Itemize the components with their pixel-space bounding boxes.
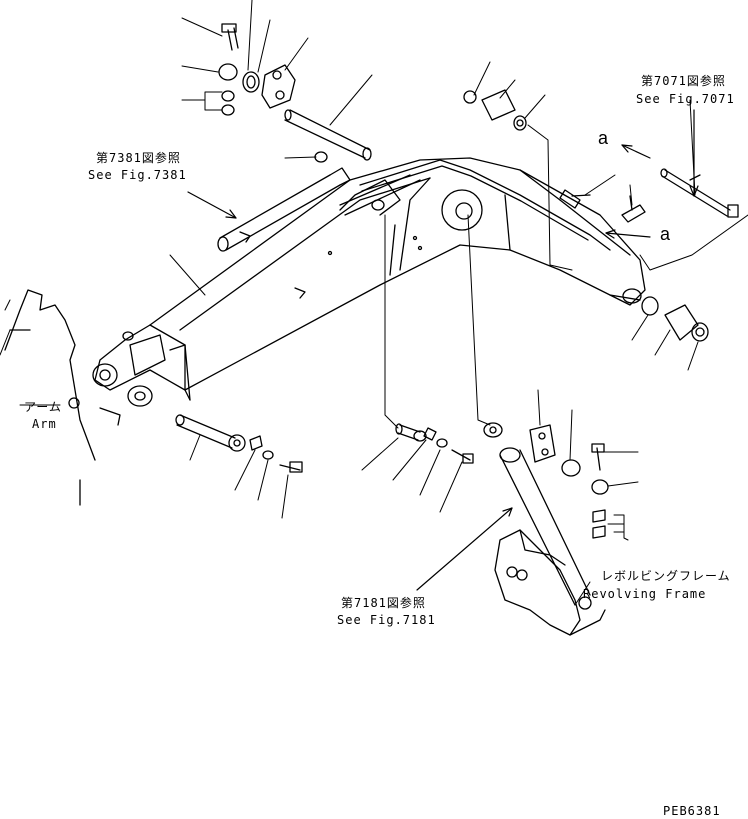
washer-small xyxy=(314,151,328,163)
plate-top xyxy=(242,64,296,109)
bushing-top xyxy=(463,89,527,131)
fig7071-label-jp: 第7071図参照 xyxy=(641,74,726,88)
boom xyxy=(92,157,646,407)
grease-fitting-1 xyxy=(559,189,591,209)
bolt-bottom-right xyxy=(529,424,609,539)
pin-front xyxy=(175,414,246,452)
pin-top xyxy=(284,109,372,161)
connection-mark-a-upper: a xyxy=(598,128,609,148)
fig7181-label-jp: 第7181図参照 xyxy=(341,596,426,610)
fig7181-label-en: See Fig.7181 xyxy=(337,613,436,627)
arm-label-jp: アーム xyxy=(24,400,62,414)
boom-cylinder xyxy=(483,422,591,606)
connection-mark-a-lower: a xyxy=(660,224,671,244)
pin-mid xyxy=(395,423,427,442)
frame-label-jp: レボルビングフレーム xyxy=(601,569,731,583)
fig7381-label-en: See Fig.7381 xyxy=(88,168,187,182)
bushing-right xyxy=(641,296,709,342)
arm-outline xyxy=(4,289,121,506)
frame-label-en: Revolving Frame xyxy=(583,587,707,601)
hose-7071 xyxy=(660,168,739,218)
bolt-top xyxy=(218,23,239,116)
grease-fitting-2 xyxy=(621,195,646,223)
drawing-code: PEB6381 xyxy=(663,804,721,818)
fig7071-label-en: See Fig.7071 xyxy=(636,92,735,106)
revolving-frame-outline xyxy=(494,529,606,636)
fasteners-bottom xyxy=(249,427,474,473)
ref-arrows xyxy=(187,109,699,591)
hose-7381 xyxy=(217,167,351,252)
arm-label-en: Arm xyxy=(32,417,57,431)
fig7381-label-jp: 第7381図参照 xyxy=(96,151,181,165)
